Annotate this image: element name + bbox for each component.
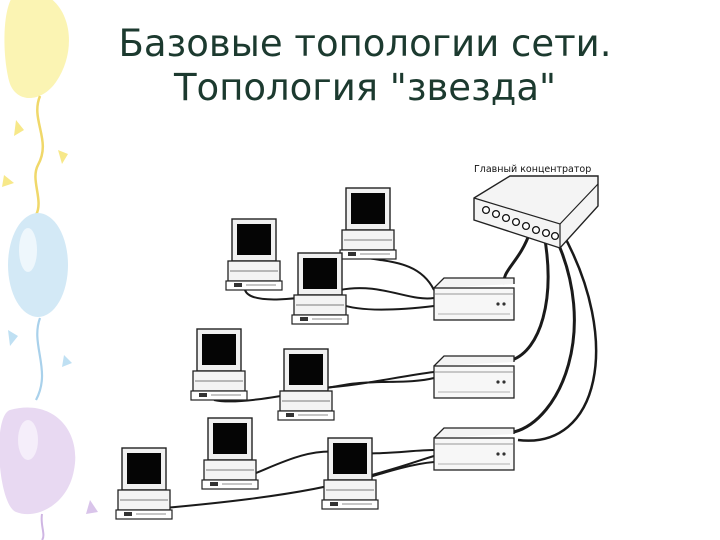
page-title: Базовые топологии сети. Топология "звезд… (40, 22, 690, 110)
computer (190, 328, 248, 401)
title-line-1: Базовые топологии сети. (118, 22, 612, 65)
computer (201, 417, 259, 490)
computer (321, 437, 379, 510)
sub-hub-bottom (433, 427, 515, 471)
sub-hub-top (433, 277, 515, 321)
hub-ports (481, 205, 560, 241)
computer (291, 252, 349, 325)
balloon-decoration-blue (8, 213, 72, 401)
computer (277, 348, 335, 421)
computer (339, 187, 397, 260)
sub-hub-middle (433, 355, 515, 399)
hub-label: Главный концентратор (474, 164, 591, 175)
computer (225, 218, 283, 291)
computer (115, 447, 173, 520)
balloon-decoration-purple (0, 407, 98, 540)
main-hub (473, 175, 599, 249)
balloon-decoration-yellow (2, 0, 69, 216)
title-line-2: Топология "звезда" (173, 66, 557, 109)
